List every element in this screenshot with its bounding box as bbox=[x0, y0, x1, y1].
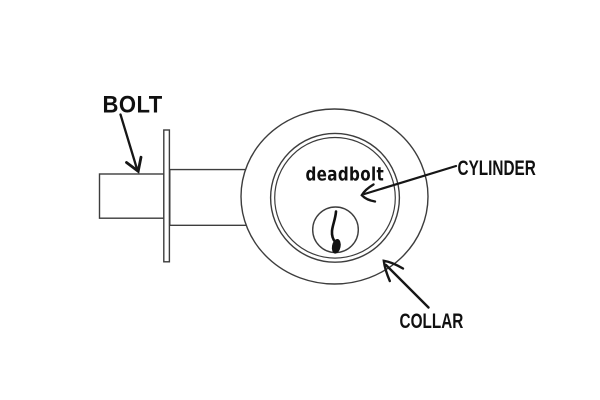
arrows-group bbox=[119, 113, 458, 309]
lock-body-group bbox=[98, 108, 429, 285]
cylinder-arrow-shaft bbox=[363, 164, 458, 196]
housing-shape bbox=[169, 168, 250, 226]
bolt-arrow-shaft bbox=[119, 113, 139, 171]
bolt-arrowhead-icon bbox=[125, 155, 143, 174]
deadbolt-face-label: deadbolt bbox=[306, 163, 385, 185]
faceplate-shape bbox=[163, 129, 171, 263]
keyhole-slot-bulb bbox=[331, 238, 341, 254]
collar-arrow-shaft bbox=[384, 263, 430, 309]
collar-arrowhead-icon bbox=[382, 259, 405, 283]
cylinder-arrowhead-icon bbox=[360, 183, 377, 203]
collar-label: COLLAR bbox=[400, 309, 464, 333]
keyhole-slot-stem bbox=[330, 210, 338, 244]
keyhole-slot bbox=[330, 210, 341, 254]
cylinder-rim-outer-circle bbox=[269, 132, 401, 263]
bolt-shape bbox=[98, 173, 165, 219]
bolt-label: BOLT bbox=[103, 90, 163, 117]
cylinder-rim-inner-circle bbox=[274, 136, 396, 259]
cylinder-label: CYLINDER bbox=[458, 155, 536, 179]
